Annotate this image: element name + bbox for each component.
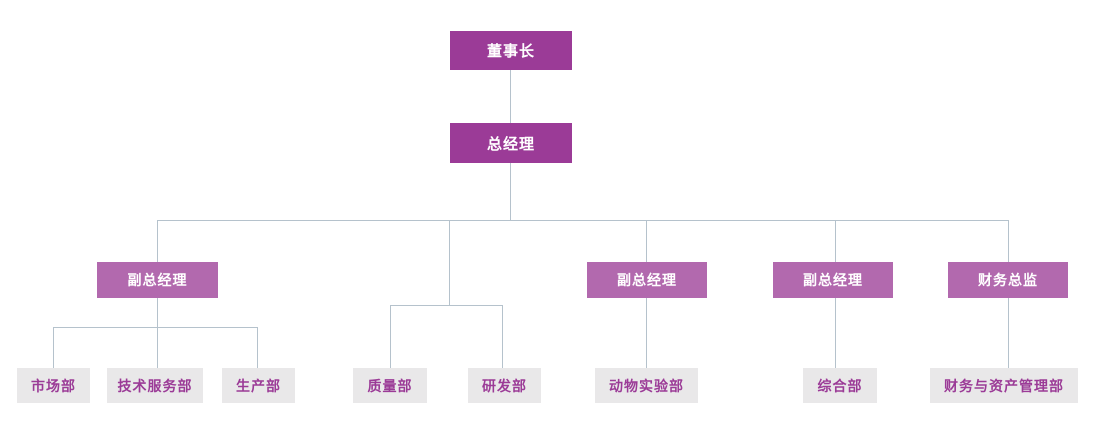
- connector-main-rail: [157, 220, 1008, 221]
- node-chairman: 董事长: [450, 31, 572, 70]
- connector-rail-deputy2: [646, 220, 647, 262]
- connector-deputy2-animallab: [646, 298, 647, 368]
- node-tech-service-dept: 技术服务部: [107, 368, 203, 403]
- node-quality-dept: 质量部: [353, 368, 427, 403]
- connector-gm-trunk: [510, 163, 511, 220]
- node-general-affairs-dept: 综合部: [803, 368, 877, 403]
- connector-rail-marketing: [53, 327, 54, 368]
- connector-deputy1-children: [157, 298, 158, 368]
- connector-rail-production: [257, 327, 258, 368]
- node-general-manager: 总经理: [450, 123, 572, 163]
- node-deputy-gm-1: 副总经理: [97, 262, 218, 298]
- node-finance-director: 财务总监: [948, 262, 1068, 298]
- node-deputy-gm-2: 副总经理: [587, 262, 707, 298]
- connector-deputy1-rail: [53, 327, 257, 328]
- node-deputy-gm-3: 副总经理: [773, 262, 893, 298]
- connector-rail-deputy1: [157, 220, 158, 262]
- connector-rail-midbranch: [449, 220, 450, 305]
- connector-rail-deputy3: [835, 220, 836, 262]
- connector-midbranch-rail: [390, 305, 502, 306]
- connector-deputy3-generalaffairs: [835, 298, 836, 368]
- connector-rail-financedirector: [1008, 220, 1009, 262]
- connector-rail-rnd: [502, 305, 503, 368]
- connector-financedirector-financeasset: [1008, 298, 1009, 368]
- node-marketing-dept: 市场部: [17, 368, 90, 403]
- node-production-dept: 生产部: [222, 368, 295, 403]
- node-finance-asset-dept: 财务与资产管理部: [930, 368, 1078, 403]
- connector-chairman-gm: [510, 70, 511, 123]
- node-animal-lab-dept: 动物实验部: [595, 368, 698, 403]
- connector-rail-quality: [390, 305, 391, 368]
- node-rnd-dept: 研发部: [468, 368, 541, 403]
